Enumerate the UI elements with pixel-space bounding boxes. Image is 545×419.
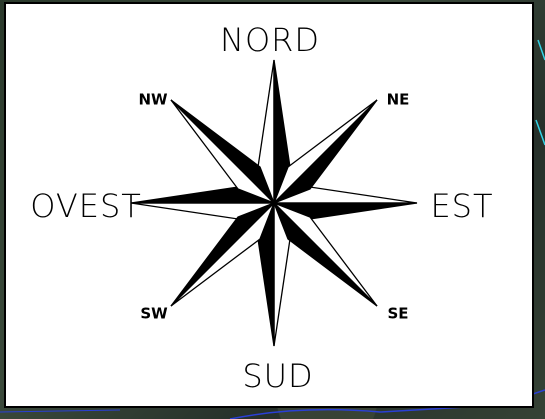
southeast-point bbox=[274, 203, 377, 306]
label-northwest: NW bbox=[138, 93, 167, 108]
label-southwest: SW bbox=[140, 307, 167, 322]
label-north: NORD bbox=[220, 24, 320, 56]
label-west: OVEST bbox=[30, 190, 142, 222]
map-line-blue-2 bbox=[0, 410, 120, 412]
map-line-cyan-2 bbox=[538, 40, 545, 60]
label-southeast: SE bbox=[387, 307, 408, 322]
map-line-cyan bbox=[536, 120, 545, 145]
compass-rose-panel: NORD SUD EST OVEST NE NW SE SW bbox=[4, 2, 534, 408]
southwest-point bbox=[171, 203, 274, 306]
northwest-point bbox=[171, 100, 274, 203]
northeast-point bbox=[274, 100, 377, 203]
label-northeast: NE bbox=[387, 93, 410, 108]
label-south: SUD bbox=[242, 360, 313, 392]
label-east: EST bbox=[430, 190, 493, 222]
